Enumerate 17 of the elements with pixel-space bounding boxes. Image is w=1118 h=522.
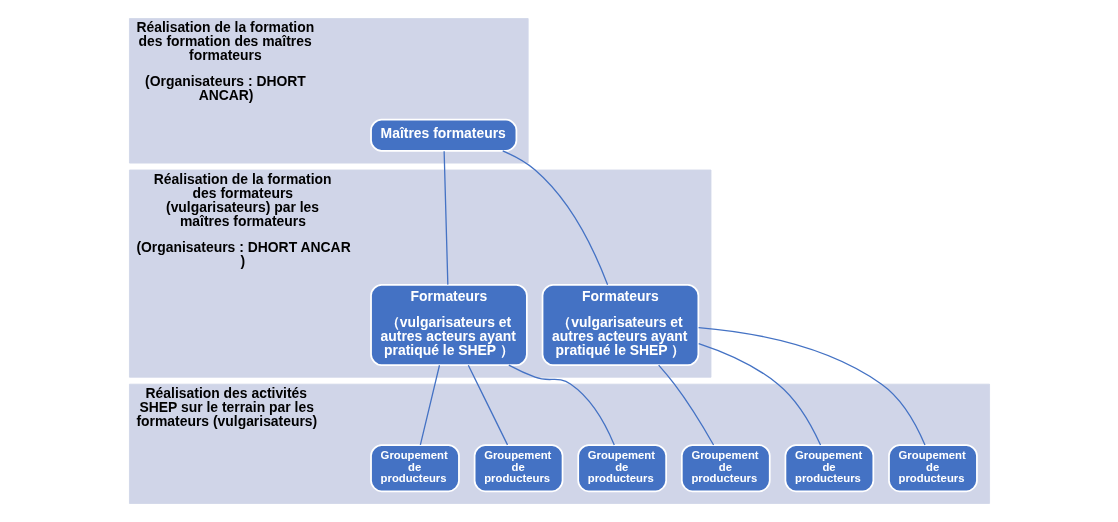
connector [442,150,448,286]
connector [697,342,821,446]
connector [697,326,926,446]
node-box: Formateurs （vulgarisateurs et autres acteurs ayant pratiqué le SHEP ） [369,284,528,366]
node-box: Groupement de producteurs [887,444,978,493]
connector [467,364,508,446]
node-box: Formateurs （vulgarisateurs et autres acteurs ayant pratiqué le SHEP ） [541,284,699,366]
connector [657,364,714,446]
node-box: Groupement de producteurs [369,444,460,493]
node-box: Groupement de producteurs [576,444,667,493]
node-box: Groupement de producteurs [473,444,563,493]
connector [507,364,615,446]
connector [501,150,608,286]
connector [419,364,440,446]
node-box: Groupement de producteurs [680,444,771,493]
node-box: Groupement de producteurs [784,444,874,493]
node-box: Maîtres formateurs [369,118,517,152]
